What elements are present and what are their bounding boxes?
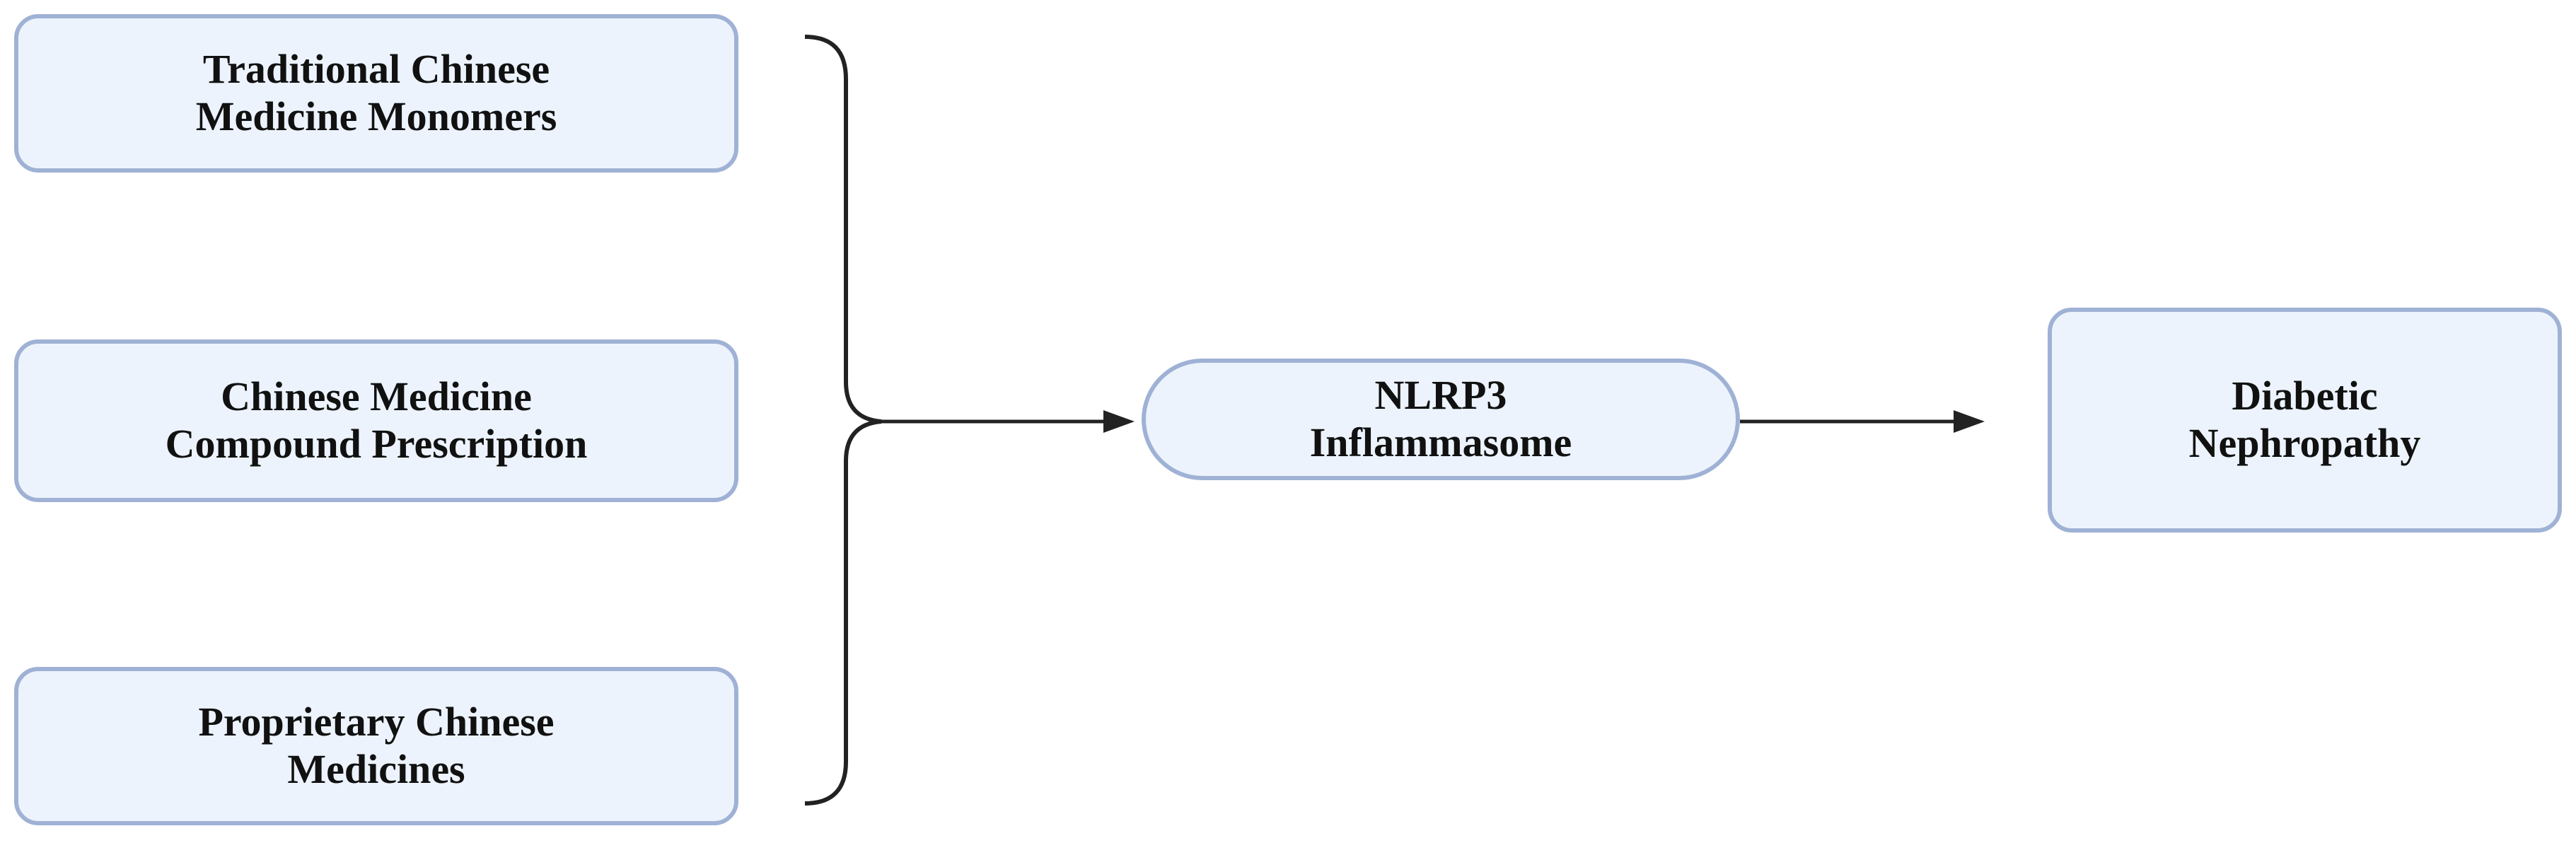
node-nlrp3-inflammasome: NLRP3 Inflammasome: [1142, 359, 1740, 480]
node-label-line: Inflammasome: [1309, 419, 1572, 465]
node-label-line: Nephropathy: [2188, 420, 2421, 466]
node-label-line: Medicines: [287, 746, 465, 792]
grouping-brace: [804, 35, 882, 806]
node-compound-prescription: Chinese Medicine Compound Prescription: [14, 339, 738, 502]
node-label-line: Traditional Chinese: [202, 46, 550, 93]
node-label-line: NLRP3: [1374, 372, 1507, 419]
arrowhead-to-nlrp3: [1103, 410, 1135, 433]
node-tcm-monomers: Traditional Chinese Medicine Monomers: [14, 14, 738, 173]
arrowhead-to-dn: [1954, 410, 1985, 433]
node-label-line: Medicine Monomers: [195, 93, 557, 139]
node-proprietary-medicines: Proprietary Chinese Medicines: [14, 667, 738, 825]
node-diabetic-nephropathy: Diabetic Nephropathy: [2048, 308, 2562, 533]
node-label-line: Diabetic: [2232, 373, 2378, 419]
node-label-line: Proprietary Chinese: [198, 699, 555, 745]
node-label-line: Chinese Medicine: [221, 373, 532, 420]
node-label-line: Compound Prescription: [165, 421, 588, 467]
